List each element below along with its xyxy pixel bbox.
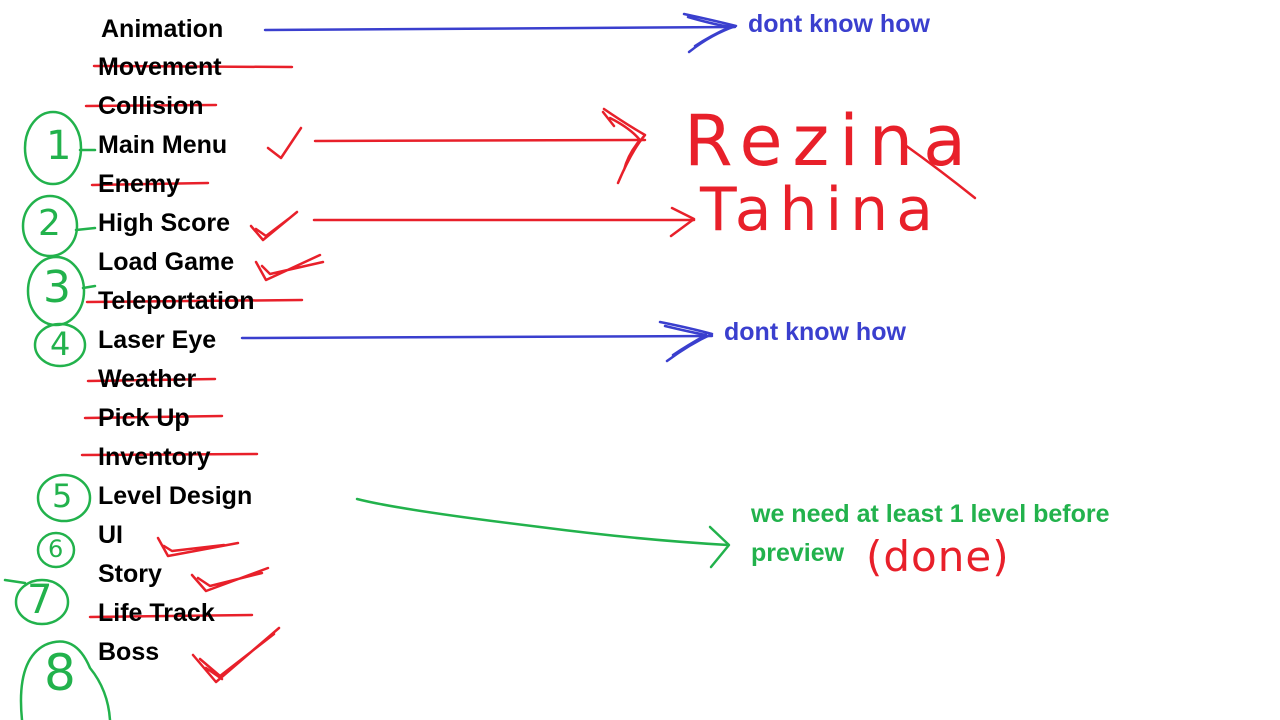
circle-1 <box>23 110 83 186</box>
laser-eye-note: dont know how <box>724 318 906 346</box>
number-circles <box>3 110 112 720</box>
number-8: 8 <box>44 644 82 702</box>
feature-boss: Boss <box>98 638 160 666</box>
feature-collision: Collision <box>98 92 204 120</box>
level-design-note-line2: preview <box>751 539 845 567</box>
number-7: 7 <box>27 577 59 623</box>
feature-animation: Animation <box>101 15 224 43</box>
circle-7-tail <box>3 578 27 585</box>
feature-inventory: Inventory <box>98 443 211 471</box>
circle-5 <box>36 473 92 523</box>
check-high-score <box>249 210 299 242</box>
strike-pickup <box>83 414 224 420</box>
level-design-arrowhead <box>708 525 731 569</box>
strike-collision <box>84 103 218 108</box>
strike-enemy <box>90 181 210 187</box>
level-design-note-line1: we need at least 1 level before <box>751 500 1110 528</box>
feature-teleportation: Teleportation <box>98 287 255 315</box>
assignee-rezina: Rezina <box>684 100 977 182</box>
number-1: 1 <box>46 123 78 169</box>
strike-lifetrack <box>88 613 254 619</box>
number-4: 4 <box>50 325 77 363</box>
circle-7 <box>14 578 70 626</box>
check-load-game <box>254 253 325 282</box>
strike-movement <box>92 64 294 69</box>
check-marks <box>156 126 325 684</box>
laser-eye-arrowhead <box>658 320 714 363</box>
level-design-arrow <box>355 497 730 547</box>
name-underline <box>903 143 977 200</box>
number-6: 6 <box>48 535 70 563</box>
green-arrow <box>355 497 731 569</box>
feature-story: Story <box>98 560 162 588</box>
feature-enemy: Enemy <box>98 170 180 198</box>
check-boss <box>191 626 281 684</box>
check-story <box>190 566 270 593</box>
feature-weather: Weather <box>98 365 197 393</box>
feature-level-design: Level Design <box>98 482 253 510</box>
high-score-arrowhead <box>669 206 696 238</box>
circle-3-tail <box>81 284 97 290</box>
circle-8 <box>19 640 112 720</box>
red-arrows <box>312 107 696 238</box>
feature-main-menu: Main Menu <box>98 131 228 159</box>
feature-laser-eye: Laser Eye <box>98 326 217 354</box>
number-3: 3 <box>43 262 77 313</box>
animation-note: dont know how <box>748 10 930 38</box>
check-main-menu <box>266 126 303 160</box>
animation-arrow <box>263 25 737 32</box>
circle-2-tail <box>74 226 97 232</box>
circle-4 <box>33 322 87 368</box>
feature-high-score: High Score <box>98 209 230 237</box>
feature-ui: UI <box>98 521 123 549</box>
main-menu-arrowhead <box>601 107 647 185</box>
blue-arrows <box>240 12 738 363</box>
feature-life-track: Life Track <box>98 599 215 627</box>
assignee-tahina: Tahina <box>700 175 941 245</box>
feature-load-game: Load Game <box>98 248 235 276</box>
strike-weather <box>86 377 217 383</box>
done-annotation: (done) <box>866 532 1010 581</box>
check-ui <box>156 536 240 558</box>
tahina-flourish <box>903 143 977 200</box>
feature-movement: Movement <box>98 53 222 81</box>
strike-teleportation <box>85 298 304 304</box>
number-2: 2 <box>38 203 67 244</box>
laser-eye-arrow <box>240 334 714 340</box>
circle-6 <box>36 531 76 569</box>
strike-inventory <box>80 452 259 457</box>
animation-arrowhead <box>682 12 738 54</box>
circle-2 <box>21 194 79 258</box>
strike-lines <box>80 64 304 619</box>
main-menu-arrow <box>313 138 647 143</box>
feature-pick-up: Pick Up <box>98 404 190 432</box>
number-5: 5 <box>52 477 79 515</box>
